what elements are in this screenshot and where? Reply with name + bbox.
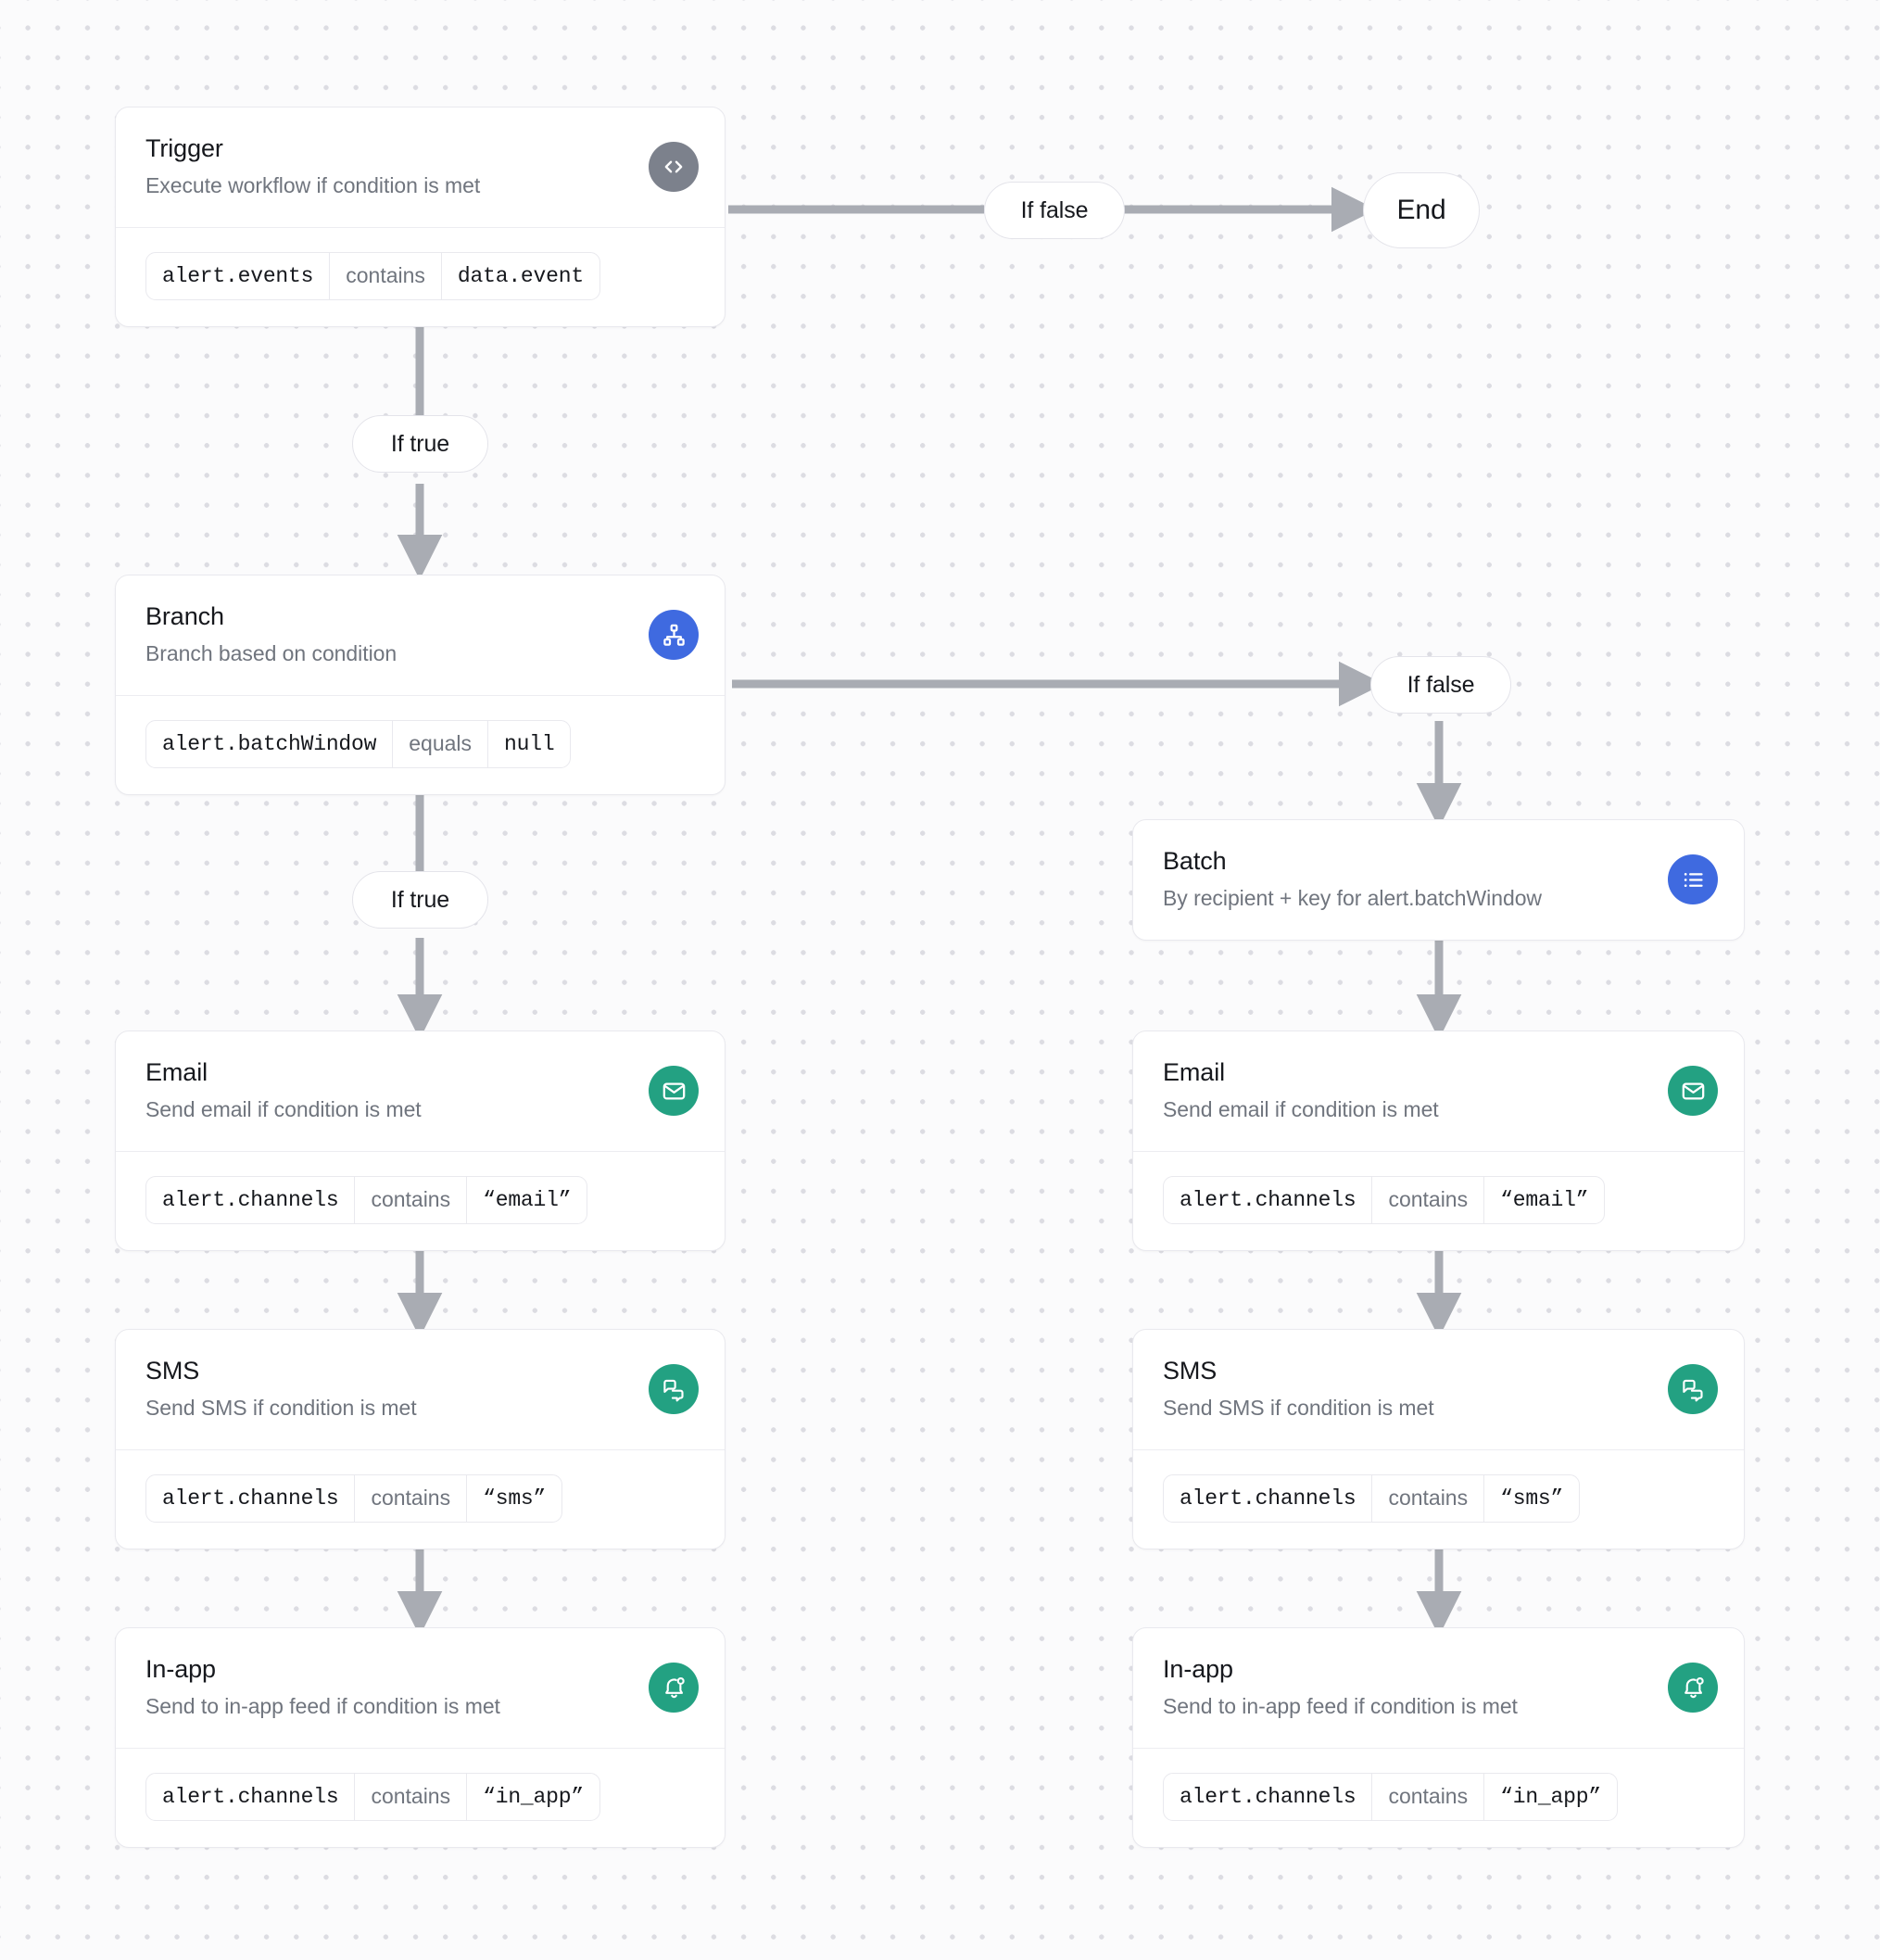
branch-subtitle: Branch based on condition — [145, 640, 397, 665]
condition-operator: contains — [1371, 1176, 1483, 1223]
bell-dot-icon — [1668, 1663, 1718, 1713]
condition-field: alert.channels — [1180, 1784, 1356, 1809]
node-card-email-right[interactable]: Email Send email if condition is met ale… — [1132, 1031, 1745, 1251]
condition-value: “email” — [1483, 1176, 1604, 1223]
email-right-card-body: alert.channels contains “email” — [1133, 1150, 1744, 1250]
email-left-title: Email — [145, 1058, 208, 1086]
trigger-condition[interactable]: alert.events contains data.event — [145, 251, 600, 300]
inapp-left-title: In-app — [145, 1655, 216, 1683]
inapp-left-card-header: In-app Send to in-app feed if condition … — [116, 1628, 725, 1748]
trigger-title: Trigger — [145, 134, 223, 162]
condition-field: alert.channels — [1180, 1486, 1356, 1511]
condition-field: alert.channels — [1180, 1187, 1356, 1212]
condition-value: “in_app” — [1483, 1773, 1617, 1820]
inapp-right-title: In-app — [1163, 1655, 1233, 1683]
email-right-card-header: Email Send email if condition is met — [1133, 1031, 1744, 1151]
edge-label-trigger-if-false[interactable]: If false — [984, 182, 1125, 239]
condition-value: “sms” — [466, 1474, 561, 1522]
inapp-left-subtitle: Send to in-app feed if condition is met — [145, 1693, 500, 1718]
condition-operator: contains — [354, 1176, 466, 1223]
sms-right-title: SMS — [1163, 1357, 1218, 1385]
condition-operator: contains — [329, 252, 441, 299]
chat-bubbles-icon — [649, 1364, 699, 1415]
list-icon — [1668, 854, 1718, 905]
trigger-subtitle: Execute workflow if condition is met — [145, 172, 481, 197]
chat-bubbles-icon — [1668, 1364, 1718, 1415]
condition-value: data.event — [440, 252, 599, 299]
node-card-batch[interactable]: Batch By recipient + key for alert.batch… — [1132, 819, 1745, 941]
edge-label-branch-if-false[interactable]: If false — [1370, 656, 1511, 714]
sms-left-subtitle: Send SMS if condition is met — [145, 1395, 417, 1420]
email-left-card-header: Email Send email if condition is met — [116, 1031, 725, 1151]
email-right-subtitle: Send email if condition is met — [1163, 1096, 1439, 1121]
branch-card-header: Branch Branch based on condition — [116, 575, 725, 695]
condition-operator: contains — [1371, 1474, 1483, 1522]
sms-right-card-header: SMS Send SMS if condition is met — [1133, 1330, 1744, 1449]
edge-label-trigger-if-true[interactable]: If true — [352, 415, 488, 473]
condition-field: alert.channels — [162, 1784, 339, 1809]
bell-dot-icon — [649, 1663, 699, 1713]
node-card-email-left[interactable]: Email Send email if condition is met ale… — [115, 1031, 726, 1251]
sms-left-card-header: SMS Send SMS if condition is met — [116, 1330, 725, 1449]
condition-value: “email” — [466, 1176, 587, 1223]
hierarchy-icon — [649, 610, 699, 661]
envelope-icon — [649, 1066, 699, 1117]
condition-operator: contains — [354, 1773, 466, 1820]
sms-left-condition[interactable]: alert.channels contains “sms” — [145, 1473, 563, 1523]
condition-value: “sms” — [1483, 1474, 1579, 1522]
email-left-card-body: alert.channels contains “email” — [116, 1150, 725, 1250]
batch-card-header: Batch By recipient + key for alert.batch… — [1133, 820, 1744, 940]
envelope-icon — [1668, 1066, 1718, 1117]
sms-left-card-body: alert.channels contains “sms” — [116, 1448, 725, 1549]
trigger-card-body: alert.events contains data.event — [116, 226, 725, 326]
inapp-left-condition[interactable]: alert.channels contains “in_app” — [145, 1772, 600, 1821]
node-card-sms-right[interactable]: SMS Send SMS if condition is met alert.c… — [1132, 1329, 1745, 1549]
branch-title: Branch — [145, 602, 224, 630]
node-card-branch[interactable]: Branch Branch based on condition alert.b… — [115, 575, 726, 795]
trigger-card-header: Trigger Execute workflow if condition is… — [116, 107, 725, 227]
email-right-condition[interactable]: alert.channels contains “email” — [1163, 1175, 1606, 1224]
email-left-subtitle: Send email if condition is met — [145, 1096, 422, 1121]
condition-operator: contains — [354, 1474, 466, 1522]
condition-field: alert.channels — [162, 1486, 339, 1511]
sms-right-card-body: alert.channels contains “sms” — [1133, 1448, 1744, 1549]
email-right-title: Email — [1163, 1058, 1226, 1086]
node-card-inapp-left[interactable]: In-app Send to in-app feed if condition … — [115, 1627, 726, 1848]
sms-left-title: SMS — [145, 1357, 200, 1385]
node-end[interactable]: End — [1363, 172, 1480, 248]
inapp-left-card-body: alert.channels contains “in_app” — [116, 1747, 725, 1847]
sms-right-subtitle: Send SMS if condition is met — [1163, 1395, 1434, 1420]
inapp-right-condition[interactable]: alert.channels contains “in_app” — [1163, 1772, 1618, 1821]
email-left-condition[interactable]: alert.channels contains “email” — [145, 1175, 588, 1224]
node-card-trigger[interactable]: Trigger Execute workflow if condition is… — [115, 107, 726, 327]
node-card-inapp-right[interactable]: In-app Send to in-app feed if condition … — [1132, 1627, 1745, 1848]
condition-field: alert.batchWindow — [162, 731, 377, 756]
edge-label-branch-if-true[interactable]: If true — [352, 871, 488, 929]
batch-subtitle: By recipient + key for alert.batchWindow — [1163, 885, 1542, 910]
inapp-right-card-body: alert.channels contains “in_app” — [1133, 1747, 1744, 1847]
condition-field: alert.events — [162, 263, 314, 288]
branch-card-body: alert.batchWindow equals null — [116, 694, 725, 794]
condition-operator: contains — [1371, 1773, 1483, 1820]
code-icon — [649, 142, 699, 193]
condition-operator: equals — [392, 720, 487, 767]
condition-field: alert.channels — [162, 1187, 339, 1212]
branch-condition[interactable]: alert.batchWindow equals null — [145, 719, 572, 768]
sms-right-condition[interactable]: alert.channels contains “sms” — [1163, 1473, 1581, 1523]
condition-value: null — [487, 720, 570, 767]
condition-value: “in_app” — [466, 1773, 599, 1820]
batch-title: Batch — [1163, 847, 1227, 875]
inapp-right-subtitle: Send to in-app feed if condition is met — [1163, 1693, 1518, 1718]
node-card-sms-left[interactable]: SMS Send SMS if condition is met alert.c… — [115, 1329, 726, 1549]
inapp-right-card-header: In-app Send to in-app feed if condition … — [1133, 1628, 1744, 1748]
